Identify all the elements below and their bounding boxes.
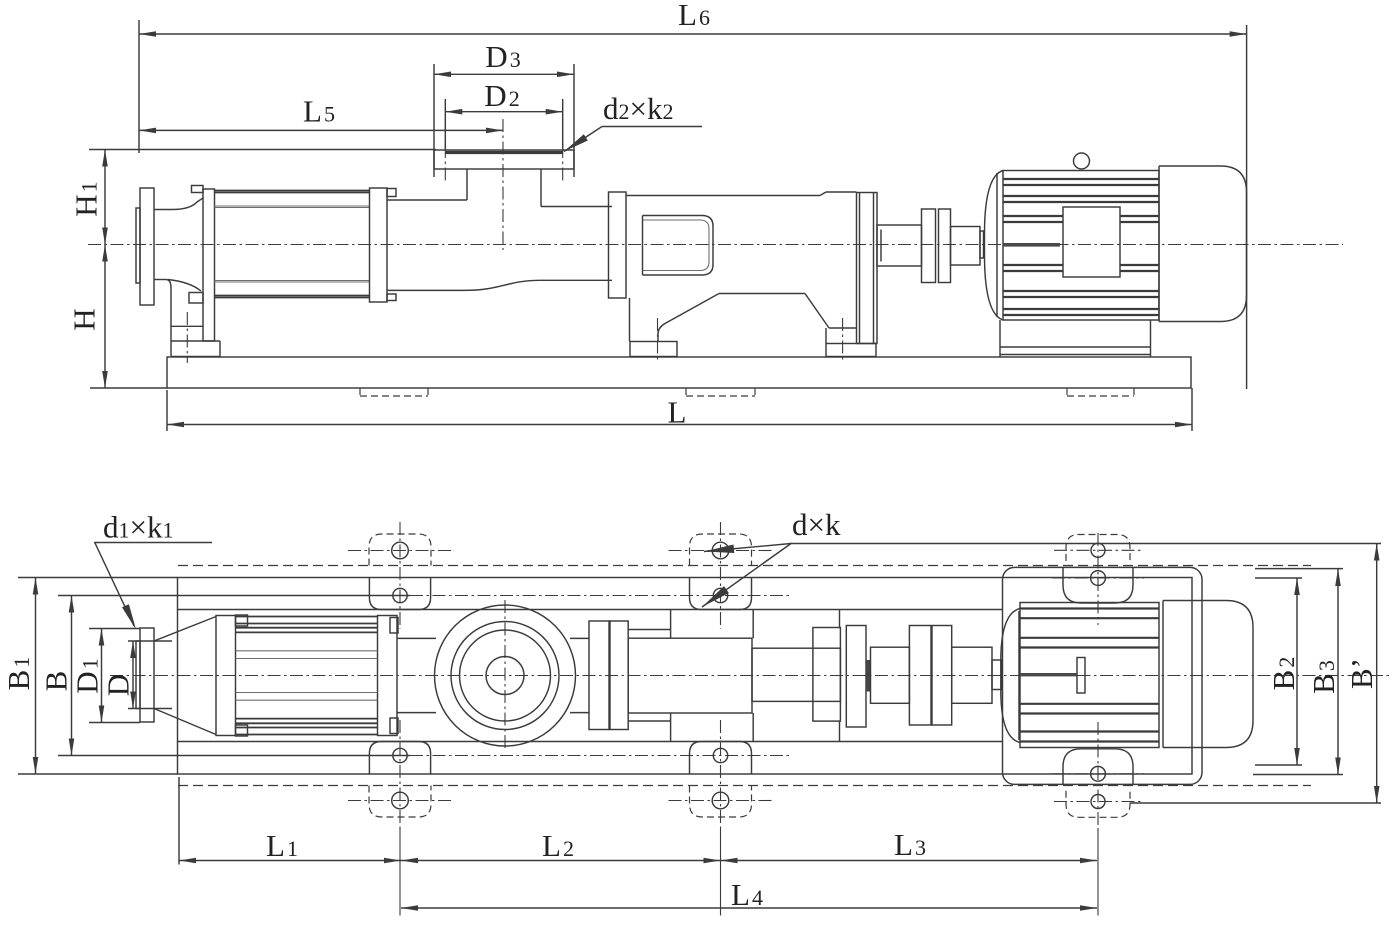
svg-text:H: H — [67, 308, 102, 330]
svg-text:d×k: d×k — [792, 507, 841, 542]
svg-text:D1: D1 — [69, 658, 104, 693]
svg-text:L6: L6 — [678, 0, 710, 32]
svg-text:d2×k2: d2×k2 — [603, 91, 673, 126]
svg-text:B: B — [39, 671, 74, 692]
svg-text:L2: L2 — [542, 828, 574, 863]
svg-text:B’: B’ — [1344, 658, 1379, 689]
svg-text:L: L — [668, 395, 687, 430]
svg-text:d1×k1: d1×k1 — [103, 510, 173, 545]
svg-text:D: D — [101, 674, 136, 696]
